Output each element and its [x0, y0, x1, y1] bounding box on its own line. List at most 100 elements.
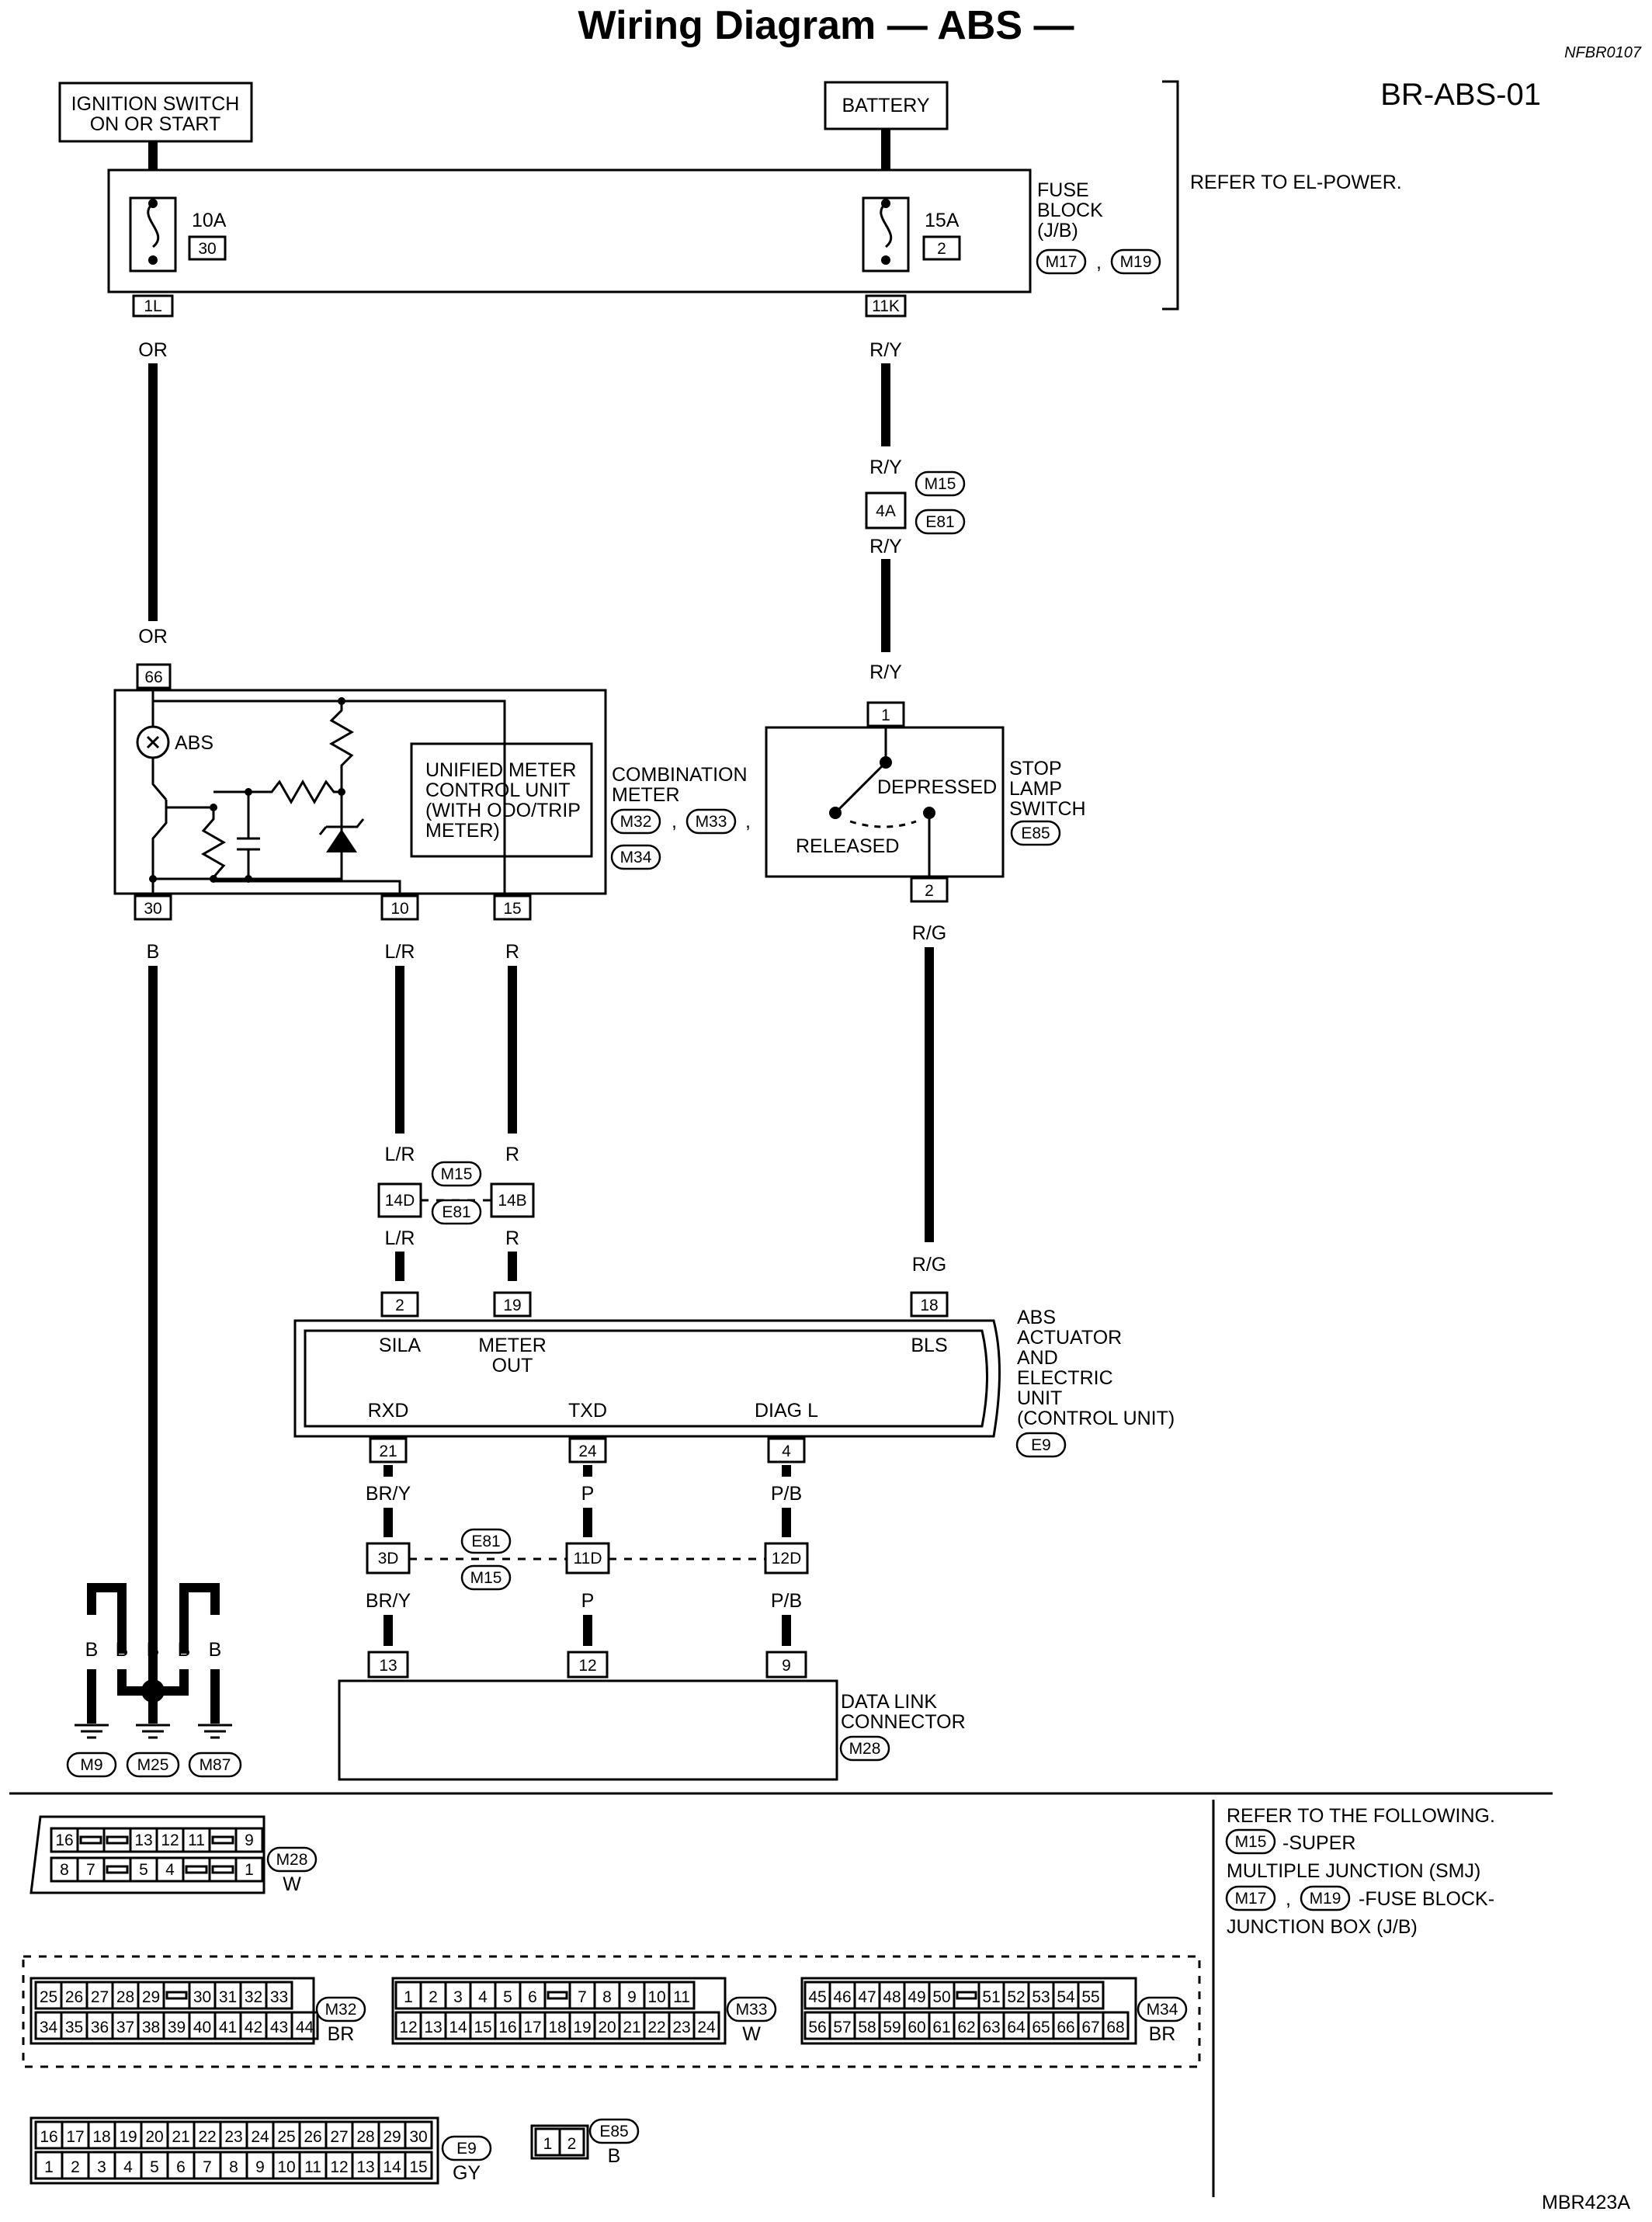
m32-pin-label: 27	[91, 1988, 109, 2006]
dlc-pin-13	[367, 1651, 409, 1679]
e9-pin-label: 18	[92, 2128, 110, 2146]
m33-cell	[692, 2011, 720, 2040]
m33-pin-label: 15	[474, 2019, 491, 2036]
m34-key-slot	[956, 1991, 977, 2000]
e9-id-badge	[441, 2135, 492, 2161]
wire-label-lr-2: L/R	[385, 1144, 415, 1165]
meter-connectors-enclosure	[22, 1955, 1201, 2068]
m32-pin-label: 29	[142, 1988, 160, 2006]
pin-30-label: 30	[144, 900, 161, 918]
junction-dot-5	[210, 875, 217, 883]
m32-pin-label: 33	[270, 1988, 288, 2006]
ground-symbol-m87-icon	[198, 1724, 232, 1739]
dlc-label-1: DATA LINK	[841, 1691, 937, 1713]
m34-id: M34	[1147, 2001, 1178, 2019]
e9-pin-label: 14	[383, 2158, 401, 2176]
combination-meter-label-1: COMBINATION	[612, 764, 748, 786]
junction-dot-7	[149, 875, 157, 883]
m32-id-badge	[315, 1996, 366, 2022]
fuse-15a-dot-top	[881, 199, 890, 208]
diagram-title: Wiring Diagram — ABS —	[578, 3, 1074, 48]
abs-unit-conn-label: E9	[1031, 1436, 1051, 1454]
m33-pin-label: 14	[449, 2019, 467, 2036]
m32-pin-label: 26	[65, 1988, 83, 2006]
m28-pin-label: 11	[188, 1831, 205, 1849]
wire-label-r-2: R	[505, 1144, 519, 1165]
m28-key-slot	[185, 1865, 208, 1874]
e9-pin-label: 17	[66, 2128, 84, 2146]
abs-bls-label: BLS	[911, 1335, 947, 1356]
m28-key-slot	[211, 1865, 234, 1874]
pin-1l	[132, 294, 174, 318]
m34-cell	[1077, 1981, 1105, 2010]
wire-label-r-3: R	[505, 1227, 519, 1249]
e9-pin-label: 20	[145, 2128, 163, 2146]
m33-pin-label: 9	[627, 1988, 637, 2006]
pin-10	[380, 894, 419, 921]
m34-pin-label: 66	[1057, 2019, 1074, 2036]
m32-pin-label: 28	[116, 1988, 134, 2006]
m33-id-badge	[726, 1996, 777, 2022]
e9-pin-label: 16	[40, 2128, 57, 2146]
m28-pin-label: 13	[134, 1831, 152, 1849]
ground-conn-m25-label: M25	[137, 1756, 169, 1774]
junction-bottom-conn-a	[460, 1528, 512, 1554]
junction-4a-pin: 4A	[876, 502, 896, 520]
m34-pin-label: 65	[1032, 2019, 1050, 2036]
m32-pin-label: 30	[193, 1988, 211, 2006]
abs-pin-2	[380, 1291, 419, 1318]
power-bracket	[1162, 80, 1179, 311]
fuse-10a-element	[147, 202, 160, 248]
m32-pin-label: 31	[219, 1988, 237, 2006]
pin-11k	[865, 294, 907, 318]
fuse-10a-num: 30	[198, 240, 216, 258]
m33-pin-label: 3	[453, 1988, 463, 2006]
abs-lamp-circuit	[151, 701, 168, 894]
ground-conn-m9	[66, 1752, 117, 1778]
pin-11k-label: 11K	[872, 297, 900, 315]
m28-key-slot	[211, 1835, 234, 1845]
refer-m17	[1225, 1885, 1276, 1911]
combination-meter-conn-a-label: M32	[620, 813, 652, 831]
e9-pin-label: 12	[330, 2158, 348, 2176]
m34-id-badge	[1137, 1996, 1188, 2022]
refer-m17-label: M17	[1235, 1890, 1267, 1908]
abs-pin-24-label: 24	[578, 1443, 597, 1460]
stop-lamp-label-3: SWITCH	[1009, 798, 1086, 820]
m32-pin-label: 25	[40, 1988, 57, 2006]
fuse-block-conn-a-label: M17	[1046, 253, 1078, 271]
abs-txd-label: TXD	[568, 1400, 607, 1422]
ground-symbol-m25-icon	[136, 1724, 170, 1739]
meter-supply-bus	[151, 690, 506, 894]
abs-pin-4-label: 4	[782, 1443, 791, 1460]
e9-id: E9	[456, 2140, 477, 2158]
m33-pin-label: 13	[424, 2019, 442, 2036]
unit-label-4: METER)	[425, 820, 500, 842]
junction-dot-2	[245, 788, 252, 796]
m34-pin-label: 54	[1057, 1988, 1075, 2006]
dlc-conn	[839, 1735, 890, 1762]
m33-key-slot	[547, 1991, 568, 2000]
e9-pin-label: 3	[97, 2158, 106, 2176]
fuse-block-conn-a	[1036, 248, 1087, 275]
refer-line-5: JUNCTION BOX (J/B)	[1227, 1916, 1418, 1938]
m28-cell	[234, 1856, 264, 1883]
abs-sila-label: SILA	[379, 1335, 422, 1356]
stop-switch-pin-1	[866, 701, 905, 727]
refer-m15	[1225, 1828, 1276, 1855]
m34-cell	[1102, 2011, 1130, 2040]
pin-15-label: 15	[503, 900, 521, 918]
m33-pin-label: 7	[578, 1988, 587, 2006]
m32-pin-label: 44	[296, 2019, 314, 2036]
refer-m19-text: -FUSE BLOCK-	[1359, 1888, 1494, 1910]
e9-pin-label: 6	[176, 2158, 186, 2176]
abs-pin-19	[493, 1291, 532, 1318]
m32-housing	[30, 1977, 315, 2045]
e9-pin-label: 13	[356, 2158, 374, 2176]
combination-meter-comma-2: ,	[745, 811, 751, 832]
m34-pin-label: 62	[957, 2019, 975, 2036]
junction-14b-pin: 14B	[498, 1192, 526, 1210]
ground-wire-label-3: B	[147, 1639, 160, 1661]
e9-pin-label: 30	[409, 2128, 427, 2146]
ground-conn-m87	[188, 1752, 242, 1778]
